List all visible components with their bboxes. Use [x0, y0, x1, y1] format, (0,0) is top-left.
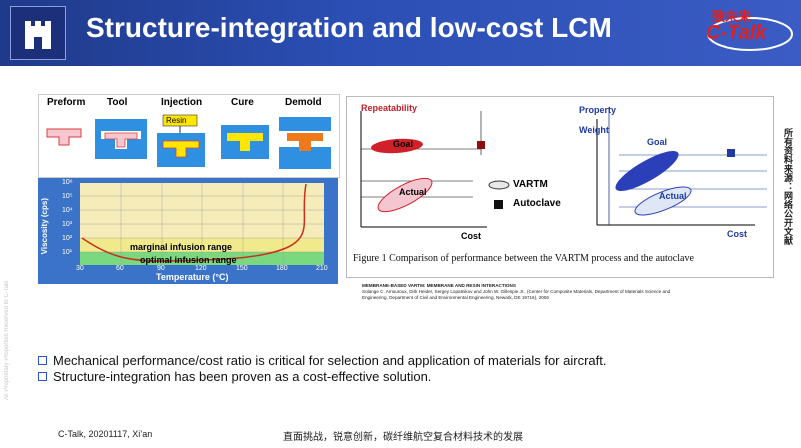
bullet-text: Structure-integration has been proven as… [53, 368, 432, 384]
right-y-label-1: Property [579, 105, 617, 115]
y-tick: 10¹ [62, 249, 73, 256]
brand-cn-text: 致未来 [712, 10, 752, 25]
bullet-item: Structure-integration has been proven as… [38, 368, 778, 384]
viscosity-x-label: Temperature (°C) [156, 272, 229, 282]
watermark-text: All Proprietary Properties Reserved to C… [4, 280, 10, 400]
footer-event: C-Talk, 20201117, Xi’an [58, 429, 153, 439]
university-logo [10, 6, 66, 60]
optimal-band-label: optimal infusion range [140, 255, 237, 265]
brand-ring-icon [707, 17, 793, 51]
x-tick: 150 [236, 265, 248, 272]
resin-label: Resin [166, 116, 187, 125]
right-actual-label: Actual [659, 191, 687, 201]
reference-authors: Solange C. Amouroux, Dirk Heider, Sergey… [362, 289, 671, 294]
left-x-label: Cost [461, 231, 481, 241]
brand-en-text: C-Talk [706, 22, 767, 44]
x-tick: 210 [316, 265, 328, 272]
process-diagram-icon [46, 114, 331, 169]
x-tick: 30 [76, 265, 84, 272]
reference-citation: MEMBRANE-BASED VARTM: MEMBRANE AND RESIN… [362, 283, 782, 301]
bullet-text: Mechanical performance/cost ratio is cri… [53, 352, 607, 368]
viscosity-figure: Viscosity (cps) Temperature (°C) margina… [38, 178, 338, 284]
bullet-item: Mechanical performance/cost ratio is cri… [38, 352, 778, 368]
y-tick: 10⁵ [62, 193, 73, 200]
slide-header: Structure-integration and low-cost LCM 致… [0, 0, 801, 66]
viscosity-y-label: Viscosity (cps) [40, 198, 49, 255]
marginal-band-label: marginal infusion range [130, 242, 233, 252]
reference-affiliation: Engineering, Department of Civil and Env… [362, 295, 549, 300]
y-tick: 10⁴ [62, 207, 73, 214]
step-preform-label: Preform [47, 97, 86, 108]
comparison-diagram [360, 107, 767, 228]
step-demold-label: Demold [285, 97, 322, 108]
right-y-label-2: Weight [579, 125, 609, 135]
left-y-label: Repeatability [361, 103, 418, 113]
right-goal-label: Goal [647, 137, 668, 147]
y-tick: 10² [62, 235, 73, 242]
reference-title: MEMBRANE-BASED VARTM: MEMBRANE AND RESIN… [362, 283, 516, 288]
step-cure-label: Cure [231, 97, 254, 108]
vartm-autoclave-figure: Repeatability Cost Goal Actual Property … [346, 96, 774, 278]
figure-caption: Figure 1 Comparison of performance betwe… [353, 253, 694, 264]
x-tick: 180 [276, 265, 288, 272]
legend-autoclave: Autoclave [513, 198, 561, 209]
x-tick: 90 [157, 265, 165, 272]
bullet-list: Mechanical performance/cost ratio is cri… [38, 352, 778, 384]
square-bullet-icon [38, 355, 47, 365]
viscosity-plot [80, 183, 324, 265]
x-tick: 120 [195, 265, 207, 272]
square-bullet-icon [38, 371, 47, 381]
y-tick: 10⁶ [62, 179, 73, 186]
y-tick: 10³ [62, 221, 73, 228]
slide-title: Structure-integration and low-cost LCM [86, 12, 612, 43]
lcm-process-figure: Preform Tool Injection Cure Demold Resin [38, 94, 340, 178]
castle-icon [25, 21, 51, 49]
ctalk-logo: 致未来 C-Talk [706, 4, 798, 62]
step-injection-label: Injection [161, 97, 203, 108]
x-tick: 60 [116, 265, 124, 272]
left-actual-label: Actual [399, 187, 427, 197]
source-note: 所有资料来源：网络公开文献 [782, 128, 792, 245]
left-goal-label: Goal [393, 139, 414, 149]
right-x-label: Cost [727, 229, 747, 239]
footer-slogan: 直面挑战，锐意创新，碳纤维航空复合材料技术的发展 [283, 432, 523, 443]
legend-vartm: VARTM [513, 179, 548, 190]
step-tool-label: Tool [107, 97, 128, 108]
